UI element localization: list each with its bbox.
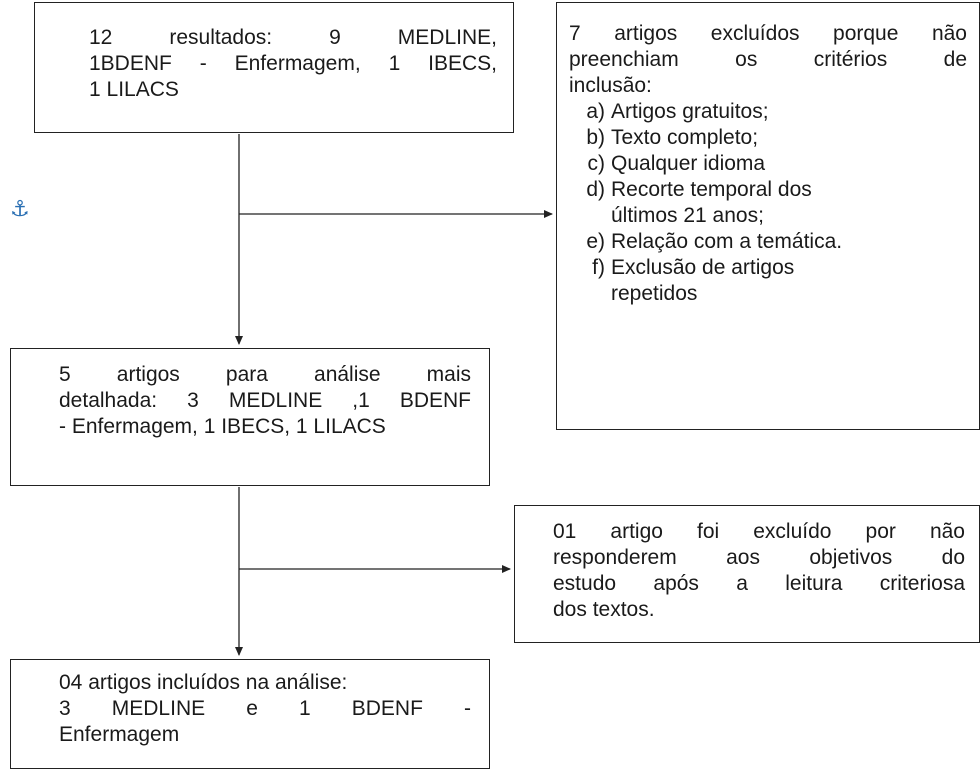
excluded-intro-line-3: inclusão: xyxy=(569,74,652,97)
results-line-1: 12 resultados: 9 MEDLINE, xyxy=(89,26,497,49)
criterion-marker: a) xyxy=(586,100,605,123)
analysis-line-2: detalhada: 3 MEDLINE ,1 BDENF xyxy=(59,389,471,412)
results-box: 12 resultados: 9 MEDLINE, 1BDENF - Enfer… xyxy=(34,2,514,133)
criterion-text: Recorte temporal dos últimos 21 anos; xyxy=(611,178,812,227)
flow-connectors xyxy=(235,134,553,656)
included-line-2: 3 MEDLINE e 1 BDENF - xyxy=(59,697,471,720)
analysis-line-1: 5 artigos para análise mais xyxy=(59,363,471,386)
anchor-icon[interactable]: ⚓︎ xyxy=(10,196,30,221)
excluded-reading-line-1: 01 artigo foi excluído por não xyxy=(553,520,965,543)
criterion-text: Exclusão de artigos repetidos xyxy=(611,256,795,305)
excluded-criteria-box: 7 artigos excluídos porque não preenchia… xyxy=(556,2,980,430)
excluded-intro-line-2: preenchiam os critérios de xyxy=(569,48,967,71)
analysis-box: 5 artigos para análise mais detalhada: 3… xyxy=(10,348,490,486)
criterion-item: e) Relação com a temática. xyxy=(569,229,967,255)
criterion-marker: b) xyxy=(586,126,605,149)
included-line-1: 04 artigos incluídos na análise: xyxy=(59,671,348,694)
excluded-after-reading-box: 01 artigo foi excluído por não responder… xyxy=(514,505,980,643)
criterion-marker: f) xyxy=(592,256,605,279)
excluded-reading-line-4: dos textos. xyxy=(553,598,655,621)
inclusion-criteria-list: a) Artigos gratuitos; b) Texto completo;… xyxy=(569,99,967,307)
criterion-text: Artigos gratuitos; xyxy=(611,100,769,123)
criterion-item: b) Texto completo; xyxy=(569,125,967,151)
excluded-intro-line-1: 7 artigos excluídos porque não xyxy=(569,22,967,45)
results-line-2: 1BDENF - Enfermagem, 1 IBECS, xyxy=(89,52,497,75)
included-box: 04 artigos incluídos na análise: 3 MEDLI… xyxy=(10,659,490,769)
criterion-marker: e) xyxy=(586,230,605,253)
criterion-item: c) Qualquer idioma xyxy=(569,151,967,177)
excluded-reading-line-2: responderem aos objetivos do xyxy=(553,546,965,569)
criterion-text: Qualquer idioma xyxy=(611,152,766,175)
criterion-item: a) Artigos gratuitos; xyxy=(569,99,967,125)
criterion-item: f) Exclusão de artigos repetidos xyxy=(569,255,967,307)
results-line-3: 1 LILACS xyxy=(89,78,179,101)
included-line-3: Enfermagem xyxy=(59,723,180,746)
excluded-reading-line-3: estudo após a leitura criteriosa xyxy=(553,572,965,595)
criterion-text: Texto completo; xyxy=(611,126,759,149)
criterion-marker: d) xyxy=(586,178,605,201)
criterion-marker: c) xyxy=(587,152,606,175)
criterion-item: d) Recorte temporal dos últimos 21 anos; xyxy=(569,177,967,229)
analysis-line-3: - Enfermagem, 1 IBECS, 1 LILACS xyxy=(59,415,386,438)
criterion-text: Relação com a temática. xyxy=(611,230,843,253)
